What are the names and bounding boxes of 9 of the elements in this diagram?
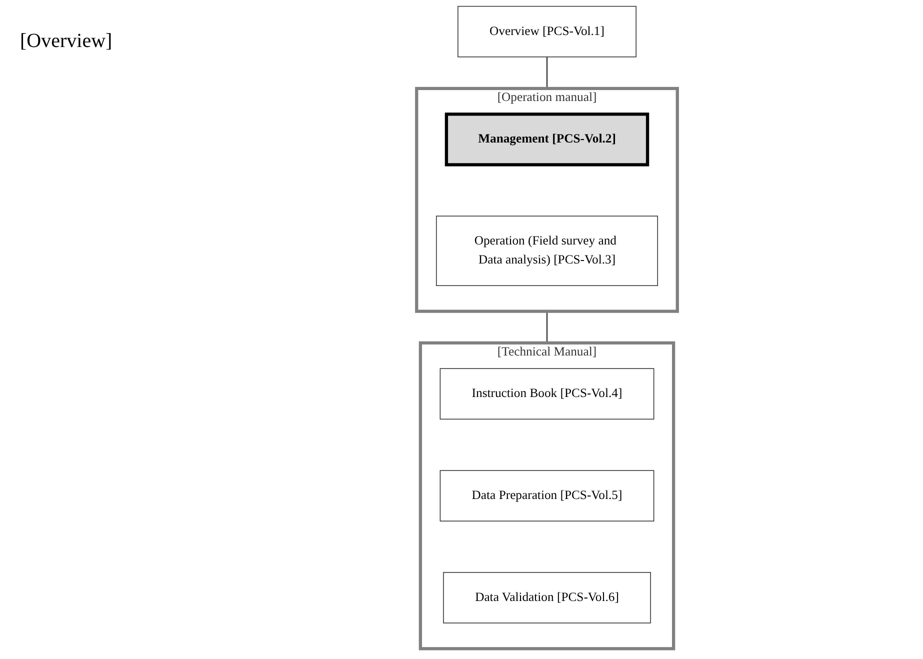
connector	[546, 56, 548, 88]
node-box: Data Preparation [PCS-Vol.5]	[439, 470, 654, 522]
connector	[546, 311, 548, 343]
node-box: Data Validation [PCS-Vol.6]	[442, 572, 650, 624]
section-label: [Overview]	[20, 30, 114, 53]
node-box: Overview [PCS-Vol.1]	[457, 6, 636, 58]
node-box: Management [PCS-Vol.2]	[444, 112, 649, 166]
node-box: Instruction Book [PCS-Vol.4]	[439, 368, 654, 420]
node-box: Operation (Field survey and Data analysis) [PCS-Vol.3]	[436, 216, 658, 286]
